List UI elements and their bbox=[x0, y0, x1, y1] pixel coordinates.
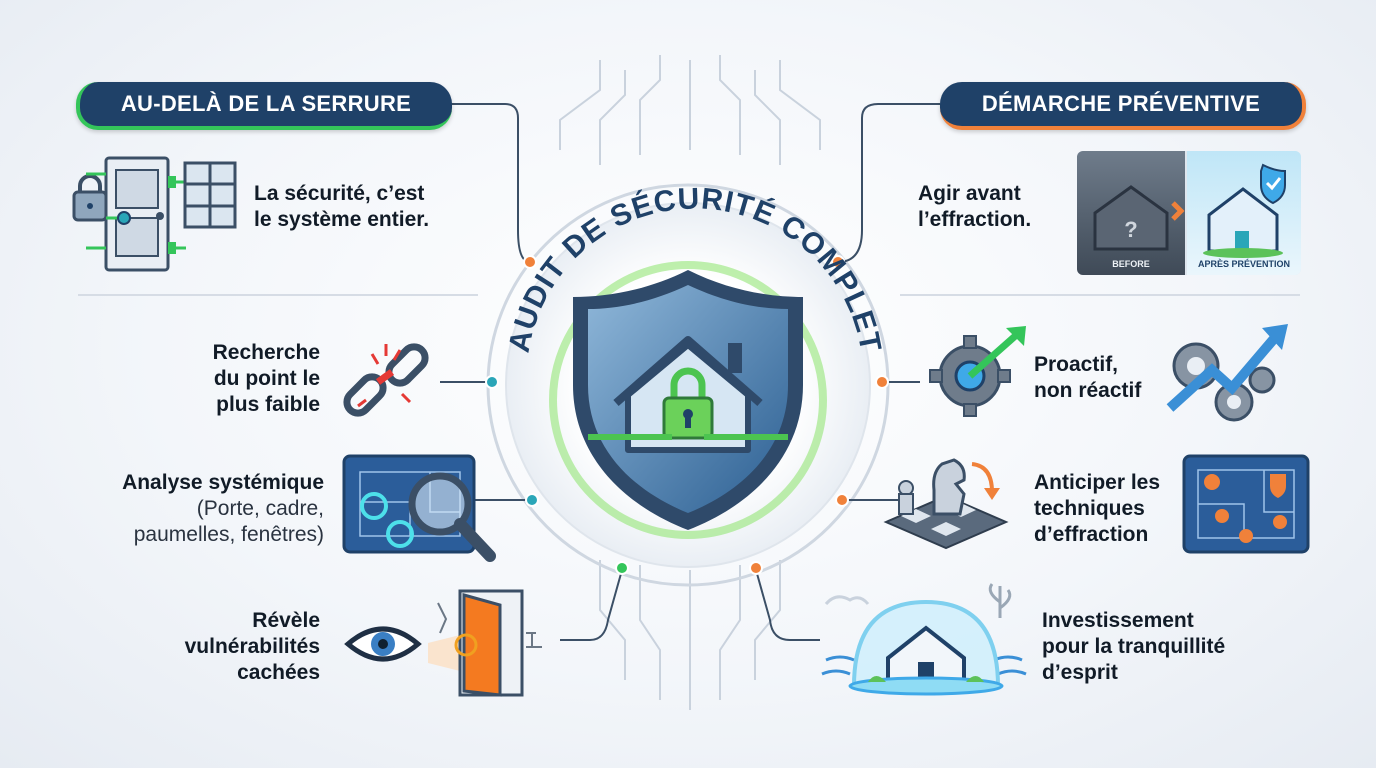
left-item-hidden-vulnerabilities: Révèle vulnérabilités cachées bbox=[184, 609, 320, 684]
left-intro-text: La sécurité, c’est le système entier. bbox=[254, 182, 430, 231]
growth-gears-icon bbox=[1166, 324, 1288, 422]
right-item-proactive: Proactif, non réactif bbox=[1034, 353, 1142, 402]
svg-text:?: ? bbox=[1124, 217, 1137, 242]
right-divider bbox=[900, 294, 1300, 296]
left-divider bbox=[78, 294, 478, 296]
before-after-graphics: ? bbox=[1093, 163, 1286, 258]
center-title: AUDIT DE SÉCURITÉ COMPLET bbox=[503, 182, 887, 355]
open-door-icon bbox=[428, 589, 542, 697]
svg-text:AUDIT DE SÉCURITÉ COMPLET: AUDIT DE SÉCURITÉ COMPLET bbox=[503, 182, 888, 355]
before-after-house-icon: ? BEFORE APRÈS PRÉVENTION bbox=[1077, 151, 1301, 275]
before-label: BEFORE bbox=[1112, 259, 1150, 269]
right-intro-text: Agir avant l’effraction. bbox=[918, 182, 1032, 231]
right-header: DÉMARCHE PRÉVENTIVE bbox=[940, 82, 1306, 130]
chess-knight-icon bbox=[883, 458, 1009, 550]
right-item-investment: Investissement pour la tranquillité d’es… bbox=[1042, 609, 1226, 684]
shield-house-lock-icon bbox=[505, 202, 871, 568]
after-label: APRÈS PRÉVENTION bbox=[1197, 259, 1291, 269]
door-lock-icon bbox=[72, 156, 186, 272]
left-header: AU-DELÀ DE LA SERRURE bbox=[76, 82, 452, 130]
blueprint-magnifier-icon bbox=[342, 454, 496, 562]
left-item-weakest-point: Recherche du point le plus faible bbox=[212, 341, 320, 416]
gear-arrow-icon bbox=[929, 326, 1026, 417]
right-item-anticipate: Anticiper les techniques d’effraction bbox=[1034, 471, 1161, 546]
house-dome-icon bbox=[821, 583, 1027, 696]
left-item-systemic-analysis: Analyse systémique (Porte, cadre, paumel… bbox=[122, 471, 324, 546]
broken-chain-icon bbox=[343, 343, 429, 417]
window-icon bbox=[183, 161, 237, 229]
blueprint-alarm-icon bbox=[1182, 454, 1310, 554]
eye-icon bbox=[344, 626, 422, 662]
